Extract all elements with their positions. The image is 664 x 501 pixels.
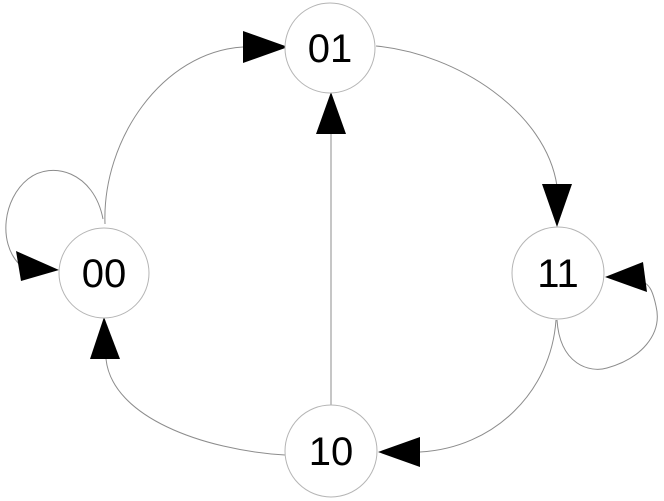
state-label-01: 01 bbox=[308, 27, 353, 71]
state-circle-11 bbox=[511, 226, 605, 320]
edge-11-to-10 bbox=[419, 319, 557, 453]
arrowhead-01-to-11-icon bbox=[542, 184, 572, 227]
arrowhead-self-loop-11-icon bbox=[605, 262, 647, 292]
arrowhead-10-to-01-icon bbox=[316, 92, 346, 134]
state-circle-10 bbox=[284, 404, 378, 498]
edge-01-to-11 bbox=[375, 45, 558, 187]
arrowhead-self-loop-00-icon bbox=[16, 251, 59, 281]
transition-edges bbox=[5, 45, 658, 456]
edge-00-to-01 bbox=[104, 46, 244, 225]
state-node-11: 11 bbox=[511, 226, 605, 320]
state-circle-01 bbox=[284, 2, 376, 94]
arrowheads bbox=[16, 31, 647, 467]
arrowhead-00-to-01-icon bbox=[243, 31, 288, 63]
arrowhead-10-to-00-icon bbox=[90, 317, 120, 359]
state-node-00: 00 bbox=[58, 227, 150, 319]
state-node-10: 10 bbox=[284, 404, 378, 498]
state-node-01: 01 bbox=[284, 2, 376, 94]
state-label-10: 10 bbox=[309, 430, 354, 474]
edge-10-to-00 bbox=[105, 358, 286, 456]
edge-self-loop-11 bbox=[556, 282, 658, 370]
state-label-00: 00 bbox=[82, 252, 127, 296]
state-nodes: 01 00 11 10 bbox=[58, 2, 605, 498]
edge-self-loop-00 bbox=[5, 169, 104, 265]
arrowhead-11-to-10-icon bbox=[378, 437, 420, 467]
state-circle-00 bbox=[58, 227, 150, 319]
state-label-11: 11 bbox=[537, 252, 579, 296]
